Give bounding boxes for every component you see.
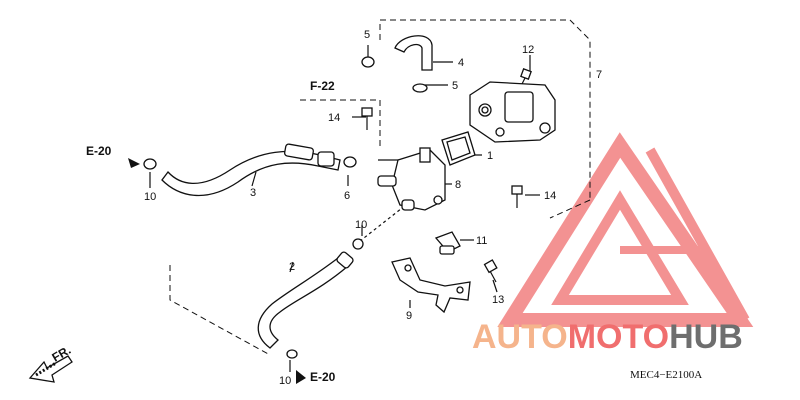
callout-1: 1 xyxy=(487,150,493,162)
clip-10-mid xyxy=(352,238,364,250)
bolt-13 xyxy=(483,259,498,283)
arrow-e20-top xyxy=(128,158,140,168)
callout-2: 2 xyxy=(289,261,295,273)
callout-7: 7 xyxy=(596,69,602,81)
hose-4 xyxy=(394,35,433,71)
ref-f22: F-22 xyxy=(310,79,335,93)
arrow-f22 xyxy=(335,86,345,96)
callout-4: 4 xyxy=(458,57,464,69)
callout-14-left: 14 xyxy=(328,112,340,124)
callout-9: 9 xyxy=(406,310,412,322)
callout-5-mid: 5 xyxy=(452,80,458,92)
diagram-code: MEC4−E2100A xyxy=(630,369,702,381)
hose-2 xyxy=(257,251,354,349)
callout-14-right: 14 xyxy=(544,190,556,202)
callout-6: 6 xyxy=(344,190,350,202)
clamp-11 xyxy=(434,231,461,255)
callout-10-left: 10 xyxy=(144,191,156,203)
watermark-text: AUTOMOTOHUB xyxy=(472,318,743,356)
callout-10-bottom: 10 xyxy=(279,375,291,387)
front-arrow-icon xyxy=(28,355,73,383)
callout-11: 11 xyxy=(476,235,487,247)
bolt-14-left xyxy=(361,107,373,130)
bracket-9 xyxy=(391,257,471,314)
bypass-body-8 xyxy=(377,147,446,211)
iac-valve-7 xyxy=(469,81,556,143)
callout-3: 3 xyxy=(250,187,256,199)
clip-5-mid xyxy=(412,83,428,93)
clip-5-top xyxy=(361,56,375,68)
ref-e20-bottom: E-20 xyxy=(310,370,336,384)
callout-5-top: 5 xyxy=(364,29,370,41)
watermark-hub: HUB xyxy=(669,318,743,356)
bolt-14-right xyxy=(511,185,523,208)
clip-10-bottom xyxy=(286,349,298,359)
clip-6 xyxy=(343,156,357,168)
watermark-moto: MOTO xyxy=(568,318,669,356)
hose-3 xyxy=(161,143,341,197)
gasket-1 xyxy=(441,131,476,166)
arrow-e20-bottom xyxy=(296,370,306,384)
callout-13: 13 xyxy=(492,294,504,306)
callout-12: 12 xyxy=(522,44,534,56)
ref-e20-top: E-20 xyxy=(86,144,112,158)
callout-10-mid: 10 xyxy=(355,219,367,231)
frame-lines xyxy=(169,19,591,356)
watermark-logo xyxy=(497,132,754,327)
callout-8: 8 xyxy=(455,179,461,191)
clip-10-left xyxy=(143,158,157,170)
watermark-auto: AUTO xyxy=(472,318,568,356)
